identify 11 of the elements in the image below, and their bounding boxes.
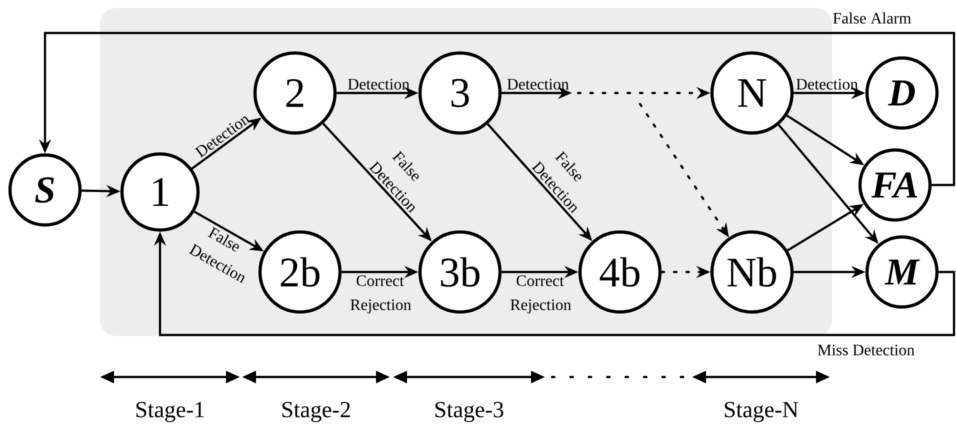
edge-label: Detection — [507, 78, 569, 90]
edge-label: Miss Detection — [818, 344, 914, 356]
edge-label: Correct Rejection — [350, 275, 412, 314]
stage-label: Stage-N — [724, 402, 798, 422]
edge-label: Correct Rejection — [510, 275, 572, 314]
stage-label: Stage-3 — [435, 402, 504, 422]
stage-label: Stage-1 — [136, 402, 204, 422]
edge-label: Detection — [796, 78, 858, 90]
edge-label: Detection — [348, 78, 410, 90]
edge-label: False Alarm — [833, 12, 912, 24]
stage-label: Stage-2 — [282, 402, 350, 422]
